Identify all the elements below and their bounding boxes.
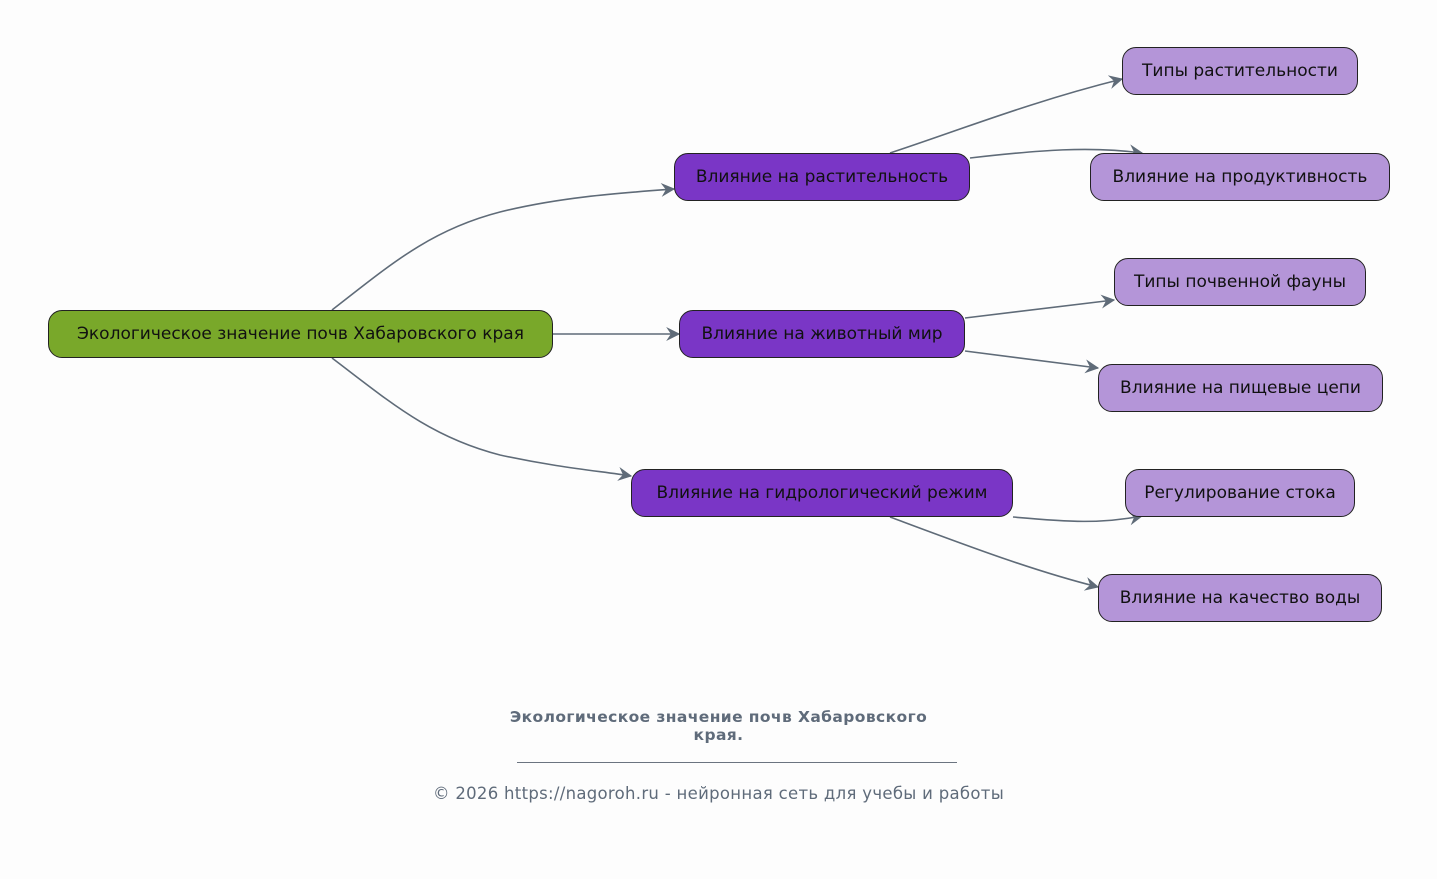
leaf-node-runoff-regulation[interactable]: Регулирование стока (1125, 469, 1355, 517)
leaf-node-soil-fauna-types[interactable]: Типы почвенной фауны (1114, 258, 1366, 306)
edge-b2-c21 (964, 294, 1116, 319)
branch-node-vegetation[interactable]: Влияние на растительность (674, 153, 970, 201)
edge-root-b3 (331, 357, 633, 481)
footer-title-line1: Экологическое значение почв Хабаровского (509, 708, 928, 726)
footer-title-line2: края. (693, 726, 744, 744)
leaf-node-food-chains[interactable]: Влияние на пищевые цепи (1098, 364, 1383, 412)
leaf-node-vegetation-types[interactable]: Типы растительности (1122, 47, 1358, 95)
edge-b3-c32 (889, 516, 1100, 591)
footer-copyright: © 2026 https://nagoroh.ru - нейронная се… (432, 784, 1005, 803)
edge-b1-c12 (969, 144, 1144, 159)
footer-divider (517, 762, 957, 763)
leaf-node-productivity[interactable]: Влияние на продуктивность (1090, 153, 1390, 201)
root-node[interactable]: Экологическое значение почв Хабаровского… (48, 310, 553, 358)
edge-b2-c22 (964, 350, 1100, 374)
branch-node-fauna[interactable]: Влияние на животный мир (679, 310, 965, 358)
edge-b1-c11 (889, 75, 1124, 154)
edge-b3-c31 (1012, 511, 1144, 526)
branch-node-hydrology[interactable]: Влияние на гидрологический режим (631, 469, 1013, 517)
footer-title: Экологическое значение почв Хабаровского… (0, 708, 1437, 744)
leaf-node-water-quality[interactable]: Влияние на качество воды (1098, 574, 1382, 622)
edge-root-b1 (331, 182, 676, 311)
